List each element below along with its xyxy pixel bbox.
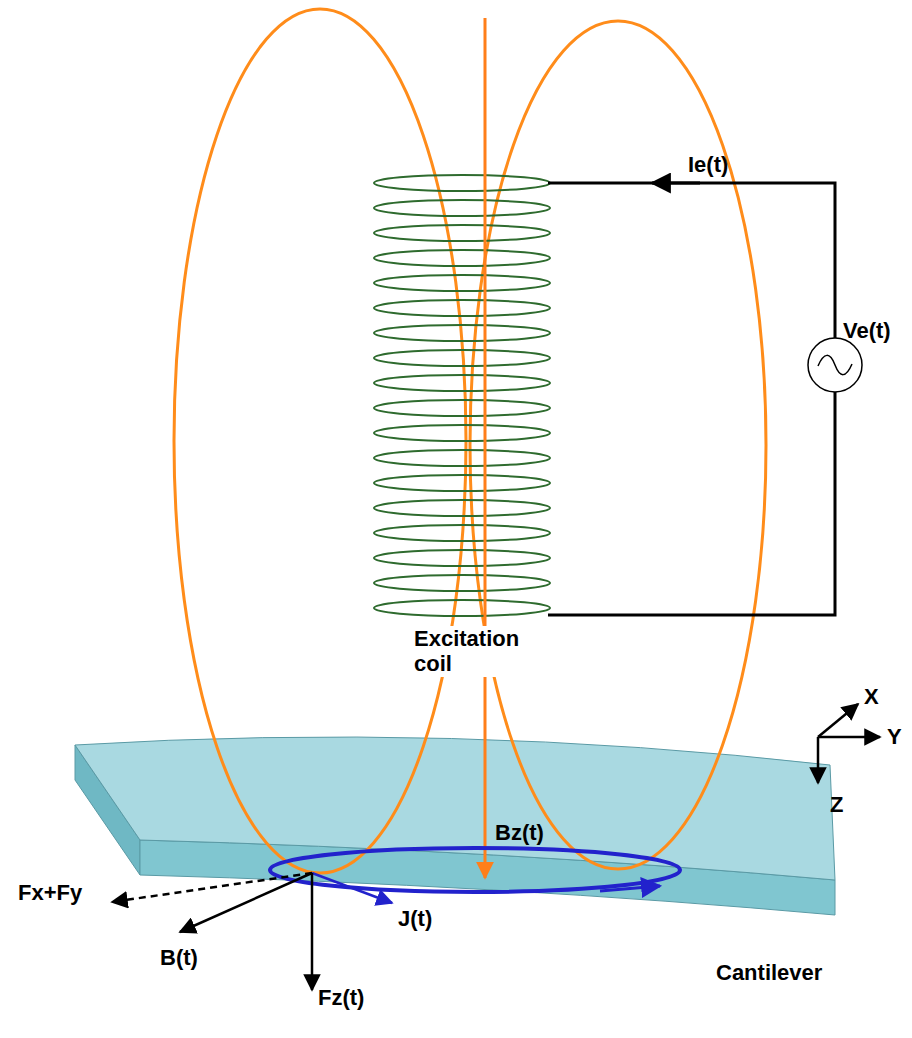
axis-label: Z [830,792,843,817]
voltage-label: Ve(t) [843,318,891,343]
coil-turn [374,450,550,466]
axis-label: Z [830,792,843,817]
eddy-current [270,848,680,903]
field-label: Bz(t) [493,820,546,845]
voltage-label: Ve(t) [843,318,891,343]
force-label: Fx+Fy [18,880,82,905]
coil-windings [374,175,550,616]
part-name: Cantilever [716,960,822,985]
axis-label: Y [887,724,902,749]
coil-turn [374,600,550,616]
coil-turn [374,575,550,591]
coil-turn [374,275,550,291]
axis-label: X [864,684,879,709]
coil-turn [374,250,550,266]
coil-label: Excitation coil [412,626,534,677]
coil-turn [374,225,550,241]
coil-turn [374,425,550,441]
coil-turn [374,475,550,491]
axes [818,704,880,783]
coil-turn [374,325,550,341]
coil-turn [374,375,550,391]
current-label: Ie(t) [688,152,728,177]
force-vectors [112,873,312,990]
field-label: Bz(t) [493,820,546,845]
coil-turn [374,300,550,316]
coil-turn [374,500,550,516]
current-label: Ie(t) [688,152,728,177]
cantilever [75,737,835,915]
current-density-label: J(t) [398,906,432,931]
circuit-wire [548,183,835,615]
coil-turn [374,525,550,541]
voltage-source [808,338,862,392]
axis-label: Y [887,724,902,749]
force-label: Fz(t) [318,985,364,1010]
axis-label: X [864,684,879,709]
field-lines [174,9,766,873]
field-label: B(t) [160,945,198,970]
force-label: Fz(t) [318,985,364,1010]
part-name: Cantilever [716,960,822,985]
coil-turn [374,400,550,416]
coil-turn [374,200,550,216]
force-label: Fx+Fy [18,880,82,905]
field-arrow [484,18,487,878]
field-label: B(t) [160,945,198,970]
coil-turn [374,550,550,566]
current-density-label: J(t) [398,906,432,931]
coil-turn [374,175,550,191]
coil-turn [374,350,550,366]
coil-label: Excitation coil [412,626,534,677]
